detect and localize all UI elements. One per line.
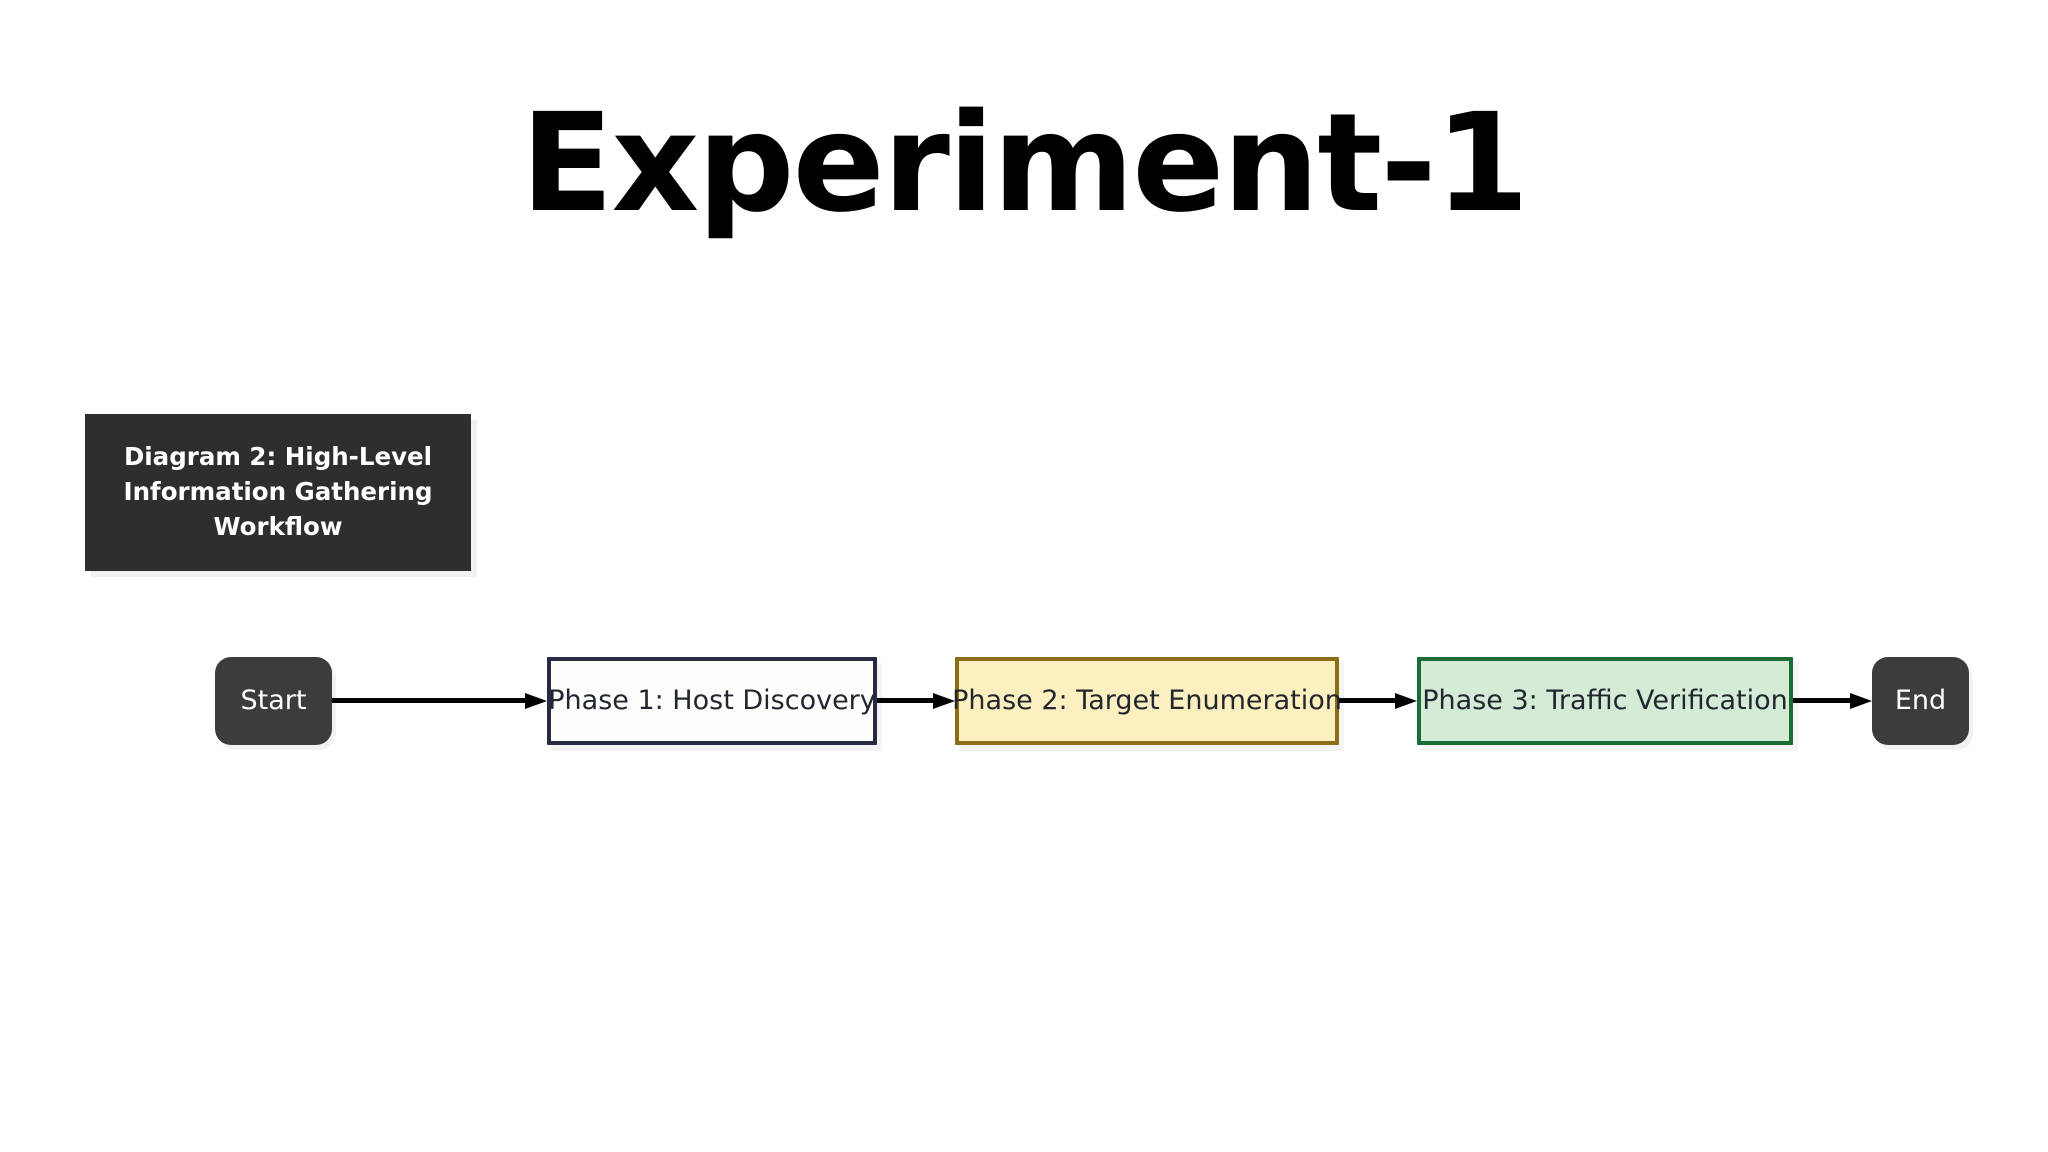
edge-line — [332, 698, 525, 703]
edge-line — [1793, 698, 1850, 703]
flow-edge-phase1-to-phase2 — [877, 693, 955, 709]
arrowhead-icon — [1850, 693, 1872, 709]
flow-node-end-label: End — [1894, 684, 1947, 716]
arrowhead-icon — [525, 693, 547, 709]
arrowhead-icon — [1395, 693, 1417, 709]
diagram-caption-box: Diagram 2: High-Level Information Gather… — [85, 414, 471, 571]
flowchart: Start Phase 1: Host Discovery Phase 2: T… — [0, 657, 2048, 747]
edge-line — [877, 698, 933, 703]
flow-edge-phase2-to-phase3 — [1339, 693, 1417, 709]
flow-node-start[interactable]: Start — [215, 657, 332, 745]
flow-node-phase2[interactable]: Phase 2: Target Enumeration — [952, 657, 1342, 745]
flow-edge-phase3-to-end — [1793, 693, 1872, 709]
diagram-caption-label: Diagram 2: High-Level Information Gather… — [123, 442, 433, 541]
edge-line — [1339, 698, 1395, 703]
flow-node-phase3[interactable]: Phase 3: Traffic Verification — [1417, 657, 1793, 745]
flow-node-phase3-label: Phase 3: Traffic Verification — [1422, 684, 1788, 716]
flow-node-end[interactable]: End — [1872, 657, 1969, 745]
page-title: Experiment-1 — [520, 85, 1530, 243]
flow-node-phase2-label: Phase 2: Target Enumeration — [952, 684, 1342, 716]
flow-node-phase1-label: Phase 1: Host Discovery — [548, 684, 876, 716]
flow-node-phase1[interactable]: Phase 1: Host Discovery — [547, 657, 877, 745]
flow-node-start-label: Start — [240, 684, 307, 716]
flow-edge-start-to-phase1 — [332, 693, 547, 709]
